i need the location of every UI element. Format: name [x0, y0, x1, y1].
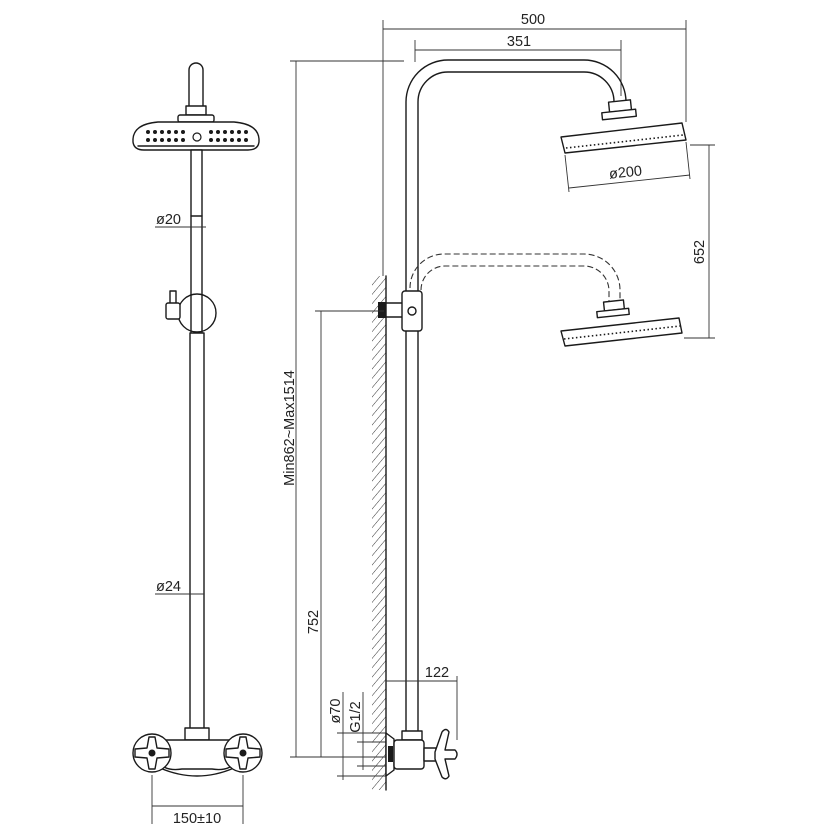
nozzle-dot: [230, 130, 234, 134]
nozzle-dot: [167, 130, 171, 134]
dim-slider-height-label: 752: [306, 610, 322, 634]
head-cap-lower: [596, 307, 630, 319]
head-connector-nut: [185, 105, 207, 116]
head-cap: [177, 114, 215, 123]
mixer-body-side: [393, 739, 425, 770]
mixer-inlet-nut: [401, 730, 423, 741]
nozzle-row-lower: [563, 325, 681, 340]
nozzle-dot: [237, 138, 241, 142]
nozzle-dot: [146, 138, 150, 142]
nozzle-dot: [216, 138, 220, 142]
dim-upper-pipe-label: ø20: [156, 212, 181, 228]
right-cross-handle: [223, 733, 263, 773]
left-cross-handle: [132, 733, 172, 773]
nozzle-dot: [244, 130, 248, 134]
slider-knob-stem: [169, 290, 177, 305]
arm-lower-position-inner: [420, 265, 610, 301]
dim-head-ext-left: [564, 154, 570, 193]
rail-arm-outer: [405, 59, 627, 736]
dim-inlet-spacing-label: 150±10: [173, 811, 221, 827]
shower-head-side-lower: [560, 317, 683, 347]
dim-head-diameter-label: ø200: [608, 163, 643, 182]
mixer-body-lower-curve: [159, 767, 235, 777]
nozzle-dot: [223, 138, 227, 142]
slider-screw: [407, 306, 417, 316]
dim-mixer-projection-label: 122: [425, 665, 449, 681]
dim-lower-pipe-label: ø24: [156, 579, 181, 595]
left-handle-hub: [148, 749, 156, 757]
dim-reach-label: 351: [507, 34, 531, 50]
nozzle-dot: [174, 130, 178, 134]
nozzle-dot: [160, 138, 164, 142]
arm-lower-position-outer: [409, 253, 621, 301]
slider-body-front: [177, 293, 217, 333]
head-cap-upper: [601, 108, 638, 121]
nozzle-dot: [209, 138, 213, 142]
nozzle-dot: [167, 138, 171, 142]
nozzle-dot: [230, 138, 234, 142]
right-handle-hub: [239, 749, 247, 757]
nozzle-dot: [153, 138, 157, 142]
shower-head-side-upper: [560, 122, 687, 154]
dim-head-line: [568, 174, 691, 189]
rail-arm-inner: [417, 71, 615, 736]
nozzle-dot: [181, 130, 185, 134]
wall-anchor: [378, 302, 386, 318]
center-nozzle-ring: [192, 132, 202, 142]
shower-arm-top: [188, 62, 204, 111]
dim-height-range-label: Min862~Max1514: [282, 370, 298, 486]
nozzle-dot: [174, 138, 178, 142]
lower-rail-pipe: [189, 332, 205, 731]
nozzle-dot: [181, 138, 185, 142]
mixer-cross-handle-side: [434, 728, 458, 780]
nozzle-dot: [146, 130, 150, 134]
dim-head-ext-right: [685, 141, 691, 180]
front-view: ø20 ø24 150±10: [132, 62, 263, 827]
nozzle-dot: [237, 130, 241, 134]
nozzle-dot: [216, 130, 220, 134]
dim-width-label: 500: [521, 12, 545, 28]
nozzle-dot: [244, 138, 248, 142]
upper-rail-pipe: [190, 149, 203, 296]
mixer-handle-stem: [423, 747, 437, 762]
flange-seal: [388, 746, 393, 762]
slider-knob: [165, 302, 181, 320]
dim-head-travel-label: 652: [692, 240, 708, 264]
nozzle-dot: [153, 130, 157, 134]
side-view: 500 351 ø200 652: [282, 12, 715, 791]
dim-thread-label: G1/2: [348, 701, 364, 732]
wall-hatch: [372, 276, 386, 790]
nozzle-dot: [223, 130, 227, 134]
nozzle-dot: [160, 130, 164, 134]
nozzle-dots: [146, 130, 248, 142]
dim-flange-diameter-label: ø70: [328, 699, 344, 724]
nozzle-dot: [209, 130, 213, 134]
mixer-outlet: [184, 727, 210, 741]
